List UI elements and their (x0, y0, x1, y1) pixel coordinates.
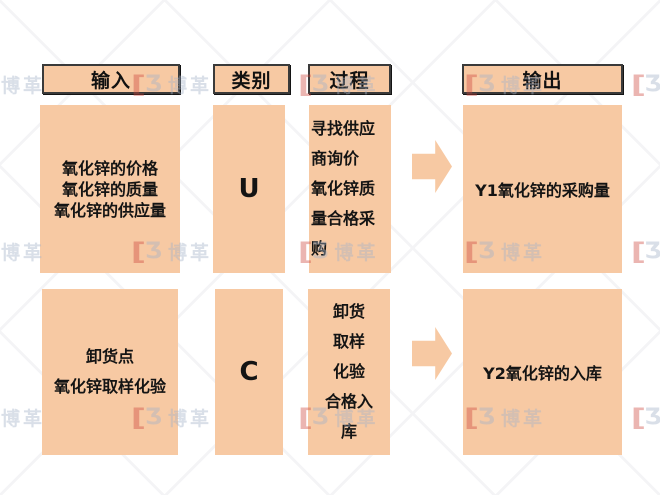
header-output: 输出 (462, 64, 623, 94)
process-box-row2: 卸货取样化验合格入库 (308, 289, 390, 455)
output-label: Y2氧化锌的入库 (483, 364, 602, 383)
flow-arrow-row2 (412, 327, 452, 380)
boge-logo-icon: [ (630, 237, 646, 266)
input-box-row1: 氧化锌的价格氧化锌的质量氧化锌的供应量 (40, 105, 180, 273)
header-process-label: 过程 (329, 69, 370, 92)
header-output-label: 输出 (522, 69, 563, 92)
header-category-label: 类别 (231, 69, 272, 92)
category-letter: U (238, 174, 260, 204)
input-box-row2: 卸货点氧化锌取样化验 (42, 289, 178, 455)
boge-watermark: [Ʒ博革 (0, 71, 45, 98)
output-box-row2: Y2氧化锌的入库 (463, 289, 622, 455)
output-label: Y1氧化锌的采购量 (475, 181, 610, 200)
text-line: 氧化锌的质量 (61, 179, 158, 199)
watermark-text: 博革 (0, 242, 45, 264)
header-category: 类别 (213, 64, 290, 94)
text-line: 合格入 (324, 392, 373, 411)
boge-logo-icon: [ (630, 403, 646, 432)
text-line: 寻找供应 (311, 119, 376, 138)
boge-watermark: [Ʒ博革 (630, 237, 660, 266)
text-line: 商询价 (311, 149, 360, 168)
watermark-text: 博革 (0, 408, 45, 430)
text-line: 购 (311, 239, 328, 258)
text-line: 量合格采 (311, 209, 376, 228)
category-letter: C (239, 357, 259, 387)
header-process: 过程 (308, 64, 391, 94)
text-line: 卸货 (332, 302, 365, 321)
boge-logo-icon: Ʒ (644, 71, 660, 97)
boge-logo-icon: [ (630, 70, 646, 99)
header-input: 输入 (42, 64, 180, 94)
text-line: 取样 (332, 332, 365, 351)
boge-logo-icon: Ʒ (644, 238, 660, 264)
text-line: 氧化锌的供应量 (53, 200, 166, 220)
boge-watermark: [Ʒ博革 (0, 238, 45, 265)
text-line: 卸货点 (85, 347, 134, 366)
category-box-row1: U (213, 105, 285, 273)
text-line: 氧化锌取样化验 (53, 377, 166, 396)
text-line: 氧化锌的价格 (61, 158, 158, 178)
watermark-text: 博革 (0, 75, 45, 97)
text-line: 库 (340, 422, 357, 441)
boge-logo-icon: Ʒ (644, 404, 660, 430)
boge-watermark: [Ʒ博革 (630, 403, 660, 432)
text-line: 氧化锌质 (311, 179, 376, 198)
boge-watermark: [Ʒ博革 (0, 404, 45, 431)
process-box-row1: 寻找供应商询价氧化锌质量合格采购 (309, 105, 391, 273)
header-input-label: 输入 (90, 69, 131, 92)
text-line: 化验 (332, 362, 365, 381)
category-box-row2: C (215, 289, 283, 455)
boge-watermark: [Ʒ博革 (630, 70, 660, 99)
flow-arrow-row1 (412, 140, 452, 193)
output-box-row1: Y1氧化锌的采购量 (463, 105, 622, 273)
